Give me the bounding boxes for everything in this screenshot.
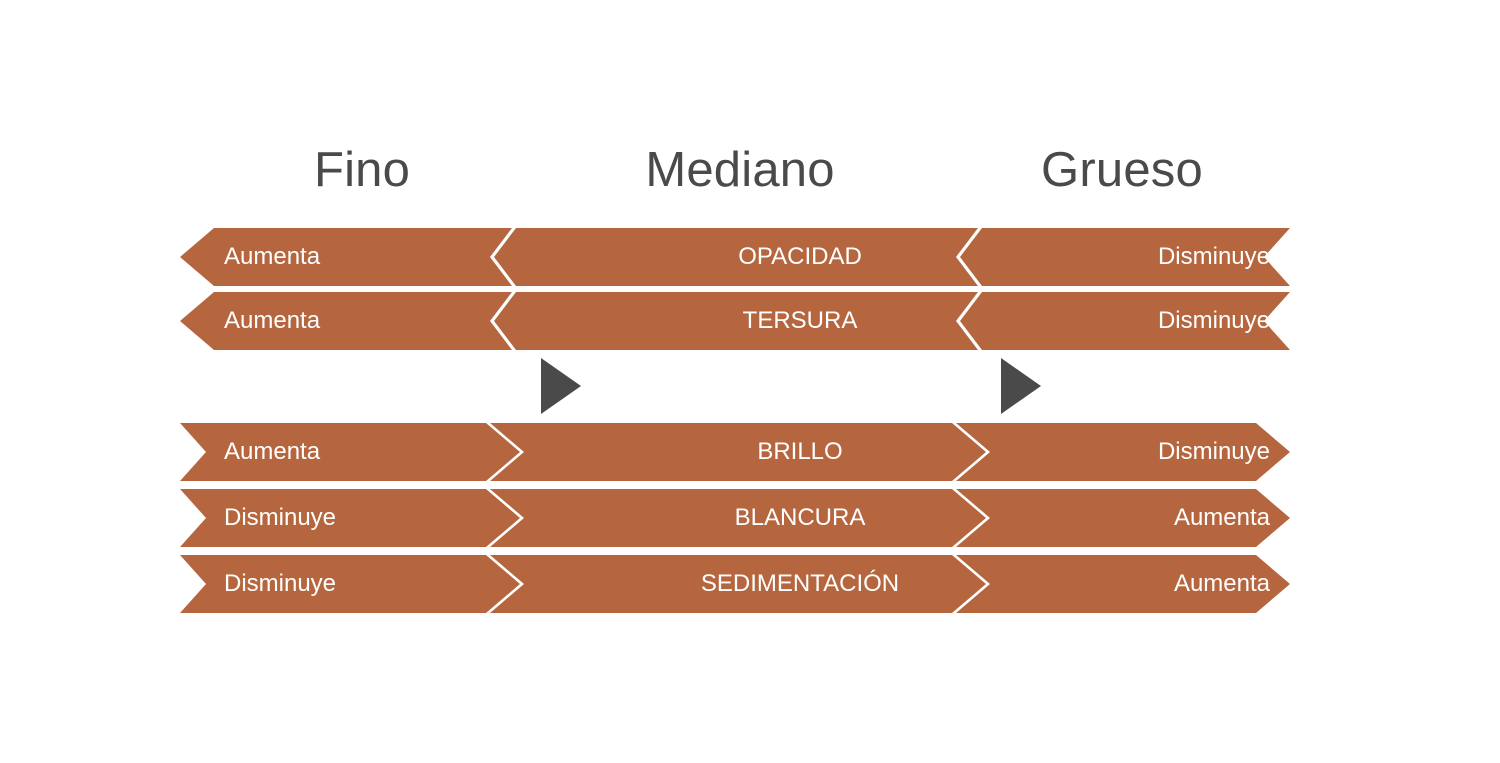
- arrow-label-left-blancura: Disminuye: [224, 504, 337, 531]
- arrow-shape-tersura: [180, 292, 1290, 350]
- arrow-label-left-tersura: Aumenta: [224, 307, 321, 334]
- arrow-shape-opacidad: [180, 228, 1290, 286]
- arrow-label-right-brillo: Disminuye: [1157, 438, 1270, 465]
- arrow-label-middle-tersura: TERSURA: [742, 307, 858, 334]
- arrow-label-middle-sedimentacion: SEDIMENTACIÓN: [700, 570, 900, 597]
- arrow-label-right-tersura: Disminuye: [1157, 307, 1270, 334]
- arrow-label-right-sedimentacion: Aumenta: [1173, 570, 1270, 597]
- arrow-label-middle-blancura: BLANCURA: [734, 504, 866, 531]
- arrow-row-tersura[interactable]: Aumenta TERSURA Disminuye: [180, 292, 1290, 350]
- column-header-grueso: Grueso: [1041, 143, 1203, 197]
- arrow-row-sedimentacion[interactable]: Disminuye SEDIMENTACIÓN Aumenta: [180, 555, 1290, 613]
- arrow-label-middle-opacidad: OPACIDAD: [738, 243, 862, 270]
- arrow-label-left-sedimentacion: Disminuye: [224, 570, 337, 597]
- arrow-row-brillo[interactable]: Aumenta BRILLO Disminuye: [180, 423, 1290, 481]
- arrow-label-right-blancura: Aumenta: [1173, 504, 1270, 531]
- arrow-label-right-opacidad: Disminuye: [1157, 243, 1270, 270]
- arrow-shape-sedimentacion: [180, 555, 1290, 613]
- column-header-mediano: Mediano: [645, 143, 835, 197]
- arrow-label-left-opacidad: Aumenta: [224, 243, 321, 270]
- column-header-fino: Fino: [313, 143, 411, 197]
- arrow-shape-blancura: [180, 489, 1290, 547]
- arrow-row-blancura[interactable]: Disminuye BLANCURA Aumenta: [180, 489, 1290, 547]
- play-triangle-right-icon-grueso: [1001, 358, 1041, 414]
- arrow-row-opacidad[interactable]: Aumenta OPACIDAD Disminuye: [180, 228, 1290, 286]
- arrow-label-middle-brillo: BRILLO: [757, 438, 843, 465]
- arrow-shape-brillo: [180, 423, 1290, 481]
- play-triangle-right-icon-mediano: [541, 358, 581, 414]
- arrow-label-left-brillo: Aumenta: [224, 438, 321, 465]
